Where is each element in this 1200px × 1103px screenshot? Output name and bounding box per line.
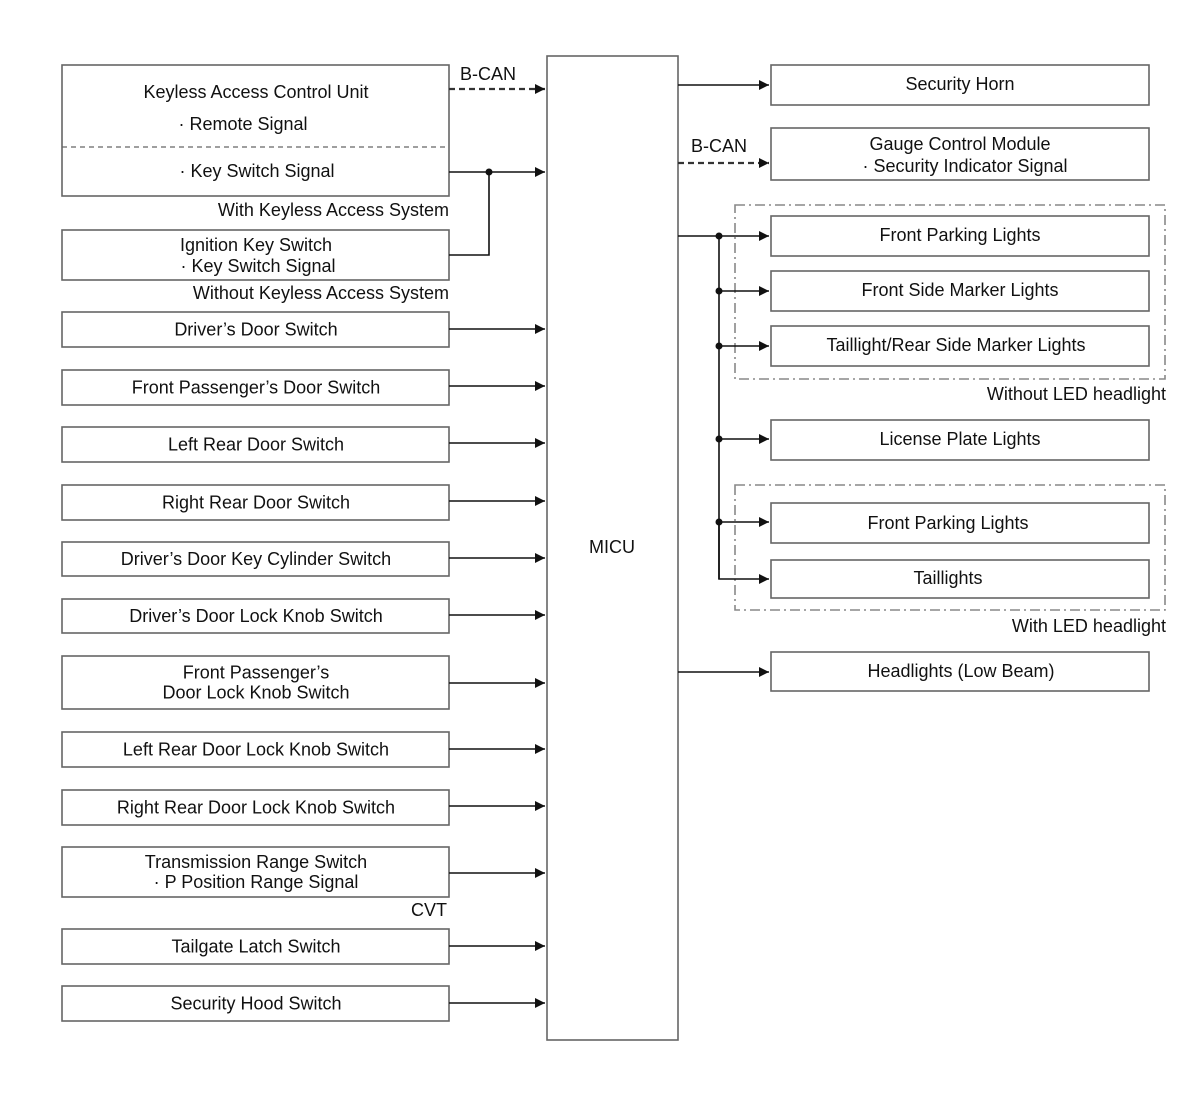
with-led-taillights: Taillights (770, 559, 1150, 599)
gauge-title: Gauge Control Module (869, 134, 1050, 154)
drivers-door-key-cylinder-switch-label: Driver’s Door Key Cylinder Switch (121, 549, 391, 569)
license-plate-lights-label: License Plate Lights (879, 429, 1040, 449)
keyless-remote-signal: · Remote Signal (178, 114, 307, 134)
with-led-front-parking-lights: Front Parking Lights (770, 502, 1150, 544)
security-hood-switch: Security Hood Switch (61, 985, 450, 1022)
license-plate-junction (715, 435, 723, 443)
with-led-front-parking-lights-label: Front Parking Lights (867, 513, 1028, 533)
front-passengers-door-lock-knob-switch-label: Door Lock Knob Switch (162, 683, 349, 703)
with-led-taillights-label: Taillights (913, 568, 982, 588)
front-side-marker-lights: Front Side Marker Lights (770, 270, 1150, 312)
with-led-taillights-wire (718, 522, 769, 584)
headlights-low-beam: Headlights (Low Beam) (770, 651, 1150, 692)
tailgate-latch-switch: Tailgate Latch Switch (61, 928, 450, 965)
license-plate-lights: License Plate Lights (770, 419, 1150, 461)
b-can-label-input: B-CAN (460, 64, 516, 84)
tailgate-latch-switch-label: Tailgate Latch Switch (171, 937, 340, 957)
security-horn: Security Horn (770, 64, 1150, 106)
with-led-group-frame (734, 484, 1166, 611)
headlights-low-beam-label: Headlights (Low Beam) (867, 661, 1054, 681)
taillight-rear-side-marker-junction (715, 342, 723, 350)
front-passengers-door-switch-label: Front Passenger’s Door Switch (132, 378, 380, 398)
left-rear-door-switch: Left Rear Door Switch (61, 426, 450, 463)
keyless-title: Keyless Access Control Unit (143, 82, 368, 102)
front-side-marker-junction (715, 287, 723, 295)
security-horn-label: Security Horn (905, 74, 1014, 94)
security-hood-switch-label: Security Hood Switch (170, 994, 341, 1014)
keyless-key-switch-signal: · Key Switch Signal (179, 161, 334, 181)
ignition-key-switch: Ignition Key Switch · Key Switch Signal (61, 229, 450, 281)
without-led-group-frame (734, 204, 1166, 380)
transmission-range-switch-label: Transmission Range Switch (145, 852, 367, 872)
front-passengers-door-lock-knob-switch-label: Front Passenger’s (183, 663, 329, 683)
without-led-front-parking-junction (715, 232, 723, 240)
right-rear-door-switch-label: Right Rear Door Switch (162, 493, 350, 513)
without-led-note: Without LED headlight (987, 384, 1166, 404)
micu-unit: MICU (546, 55, 679, 1041)
right-rear-door-switch: Right Rear Door Switch (61, 484, 450, 521)
ignition-title: Ignition Key Switch (180, 235, 332, 255)
keyless-note: With Keyless Access System (218, 200, 449, 220)
with-led-note: With LED headlight (1012, 616, 1166, 636)
drivers-door-switch: Driver’s Door Switch (61, 311, 450, 348)
drivers-door-lock-knob-switch-label: Driver’s Door Lock Knob Switch (129, 606, 382, 626)
gauge-security-indicator-signal: · Security Indicator Signal (862, 156, 1067, 176)
without-led-front-parking-lights: Front Parking Lights (770, 215, 1150, 257)
drivers-door-key-cylinder-switch: Driver’s Door Key Cylinder Switch (61, 541, 450, 577)
gauge-control-module: Gauge Control Module · Security Indicato… (770, 127, 1150, 181)
transmission-range-switch-label: · P Position Range Signal (154, 872, 359, 892)
right-rear-door-lock-knob-switch: Right Rear Door Lock Knob Switch (61, 789, 450, 826)
taillight-rear-side-marker-lights: Taillight/Rear Side Marker Lights (770, 325, 1150, 367)
ignition-note: Without Keyless Access System (193, 283, 449, 303)
left-rear-door-switch-label: Left Rear Door Switch (168, 435, 344, 455)
keyless-access-control-unit: Keyless Access Control Unit · Remote Sig… (61, 64, 450, 197)
front-side-marker-lights-label: Front Side Marker Lights (861, 280, 1058, 300)
drivers-door-switch-label: Driver’s Door Switch (174, 320, 337, 340)
left-rear-door-lock-knob-switch-label: Left Rear Door Lock Knob Switch (123, 740, 389, 760)
left-rear-door-lock-knob-switch: Left Rear Door Lock Knob Switch (61, 731, 450, 768)
micu-label: MICU (589, 537, 635, 557)
front-passengers-door-switch: Front Passenger’s Door Switch (61, 369, 450, 406)
transmission-range-switch-note: CVT (411, 900, 447, 920)
b-can-label-output: B-CAN (691, 136, 747, 156)
ignition-wire (449, 172, 490, 256)
taillight-rear-side-marker-lights-label: Taillight/Rear Side Marker Lights (826, 335, 1085, 355)
transmission-range-switch: Transmission Range Switch· P Position Ra… (61, 846, 450, 898)
ignition-key-switch-signal: · Key Switch Signal (180, 256, 335, 276)
right-rear-door-lock-knob-switch-label: Right Rear Door Lock Knob Switch (117, 798, 395, 818)
drivers-door-lock-knob-switch: Driver’s Door Lock Knob Switch (61, 598, 450, 634)
without-led-front-parking-lights-label: Front Parking Lights (879, 225, 1040, 245)
